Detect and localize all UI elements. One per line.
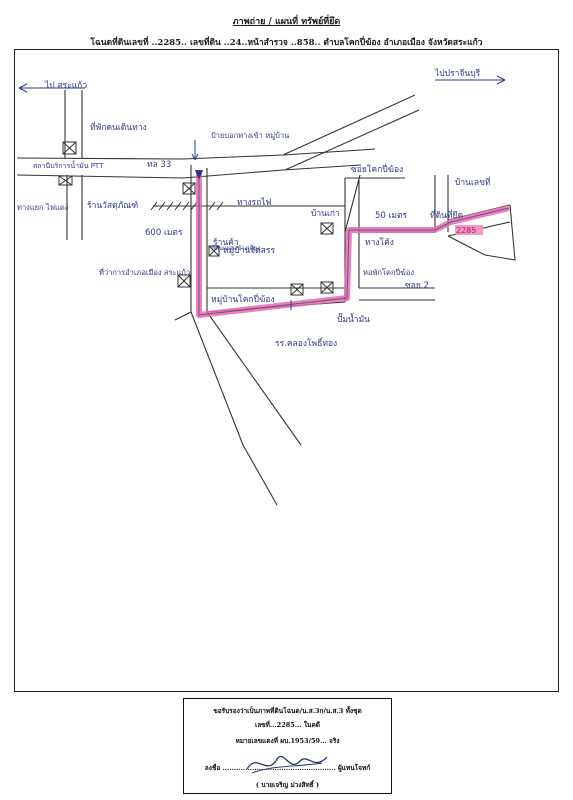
label-fire-station: ที่ว่าการอำเภอเมือง สระแก้ว	[99, 267, 190, 277]
label-roadside-2: หมู่บ้านจัดสรร	[223, 245, 275, 256]
cert-line-1: ขอรับรองว่าเป็นภาพที่ดินโฉนด/น.ส.3ก/น.ส.…	[213, 707, 362, 715]
label-to-prachinburi: ไปปราจีนบุรี	[434, 68, 481, 79]
railway-ties	[150, 201, 224, 211]
map-labels: ไป สระแก้ว ไปปราจีนบุรี ที่พักคนเดินทาง …	[17, 68, 491, 349]
road-to-prachinburi-upper	[282, 94, 416, 156]
label-soi-2: ซอย 2	[405, 281, 429, 291]
route-highlight	[196, 170, 510, 318]
cert-line-2: เลขที่...2285... ในคดี	[254, 721, 321, 729]
hand-drawn-map: ไป สระแก้ว ไปปราจีนบุรี ที่พักคนเดินทาง …	[16, 68, 516, 506]
label-soi-side: หอพักโคกปี่ฆ้อง	[363, 267, 414, 277]
parcel-highlight	[455, 225, 483, 235]
label-landmark-left: สถานีบริการน้ำมัน PTT	[33, 159, 104, 170]
label-landmark-top: ที่พักคนเดินทาง	[90, 121, 147, 133]
label-dist-50: 50 เมตร	[375, 211, 408, 221]
soi-left-edge	[190, 165, 278, 506]
cert-sign-row: ลงชื่อ .................................…	[204, 764, 371, 772]
highway-bottom-edge	[16, 164, 362, 179]
label-road-no: ทล 33	[147, 160, 171, 170]
signer-name: ( นายเจริญ ม่วงสิทธิ์ )	[255, 781, 320, 789]
asset-parcel-outline	[447, 204, 516, 261]
page-title: ภาพถ่าย / แผนที่ ทรัพย์ที่ยึด	[232, 17, 341, 27]
label-roadside-1: ร้านค้า	[213, 237, 239, 248]
label-lot-area: ที่ดินแปลงข้างเคียง	[211, 244, 260, 252]
label-intersection: ทางแยก ไฟแดง	[17, 203, 69, 212]
label-railway: ทางรถไฟ	[237, 197, 272, 208]
label-soi-name: ซอยโคกปี่ฆ้อง	[351, 163, 403, 175]
label-shop: ร้านวัสดุภัณฑ์	[87, 200, 138, 211]
map-frame: ไป สระแก้ว ไปปราจีนบุรี ที่พักคนเดินทาง …	[14, 49, 559, 692]
deed-info-line: โฉนดที่ดินเลขที่ ..2285.. เลขที่ดิน ..24…	[90, 38, 483, 48]
sign-role: ผู้แทนโจทก์	[337, 764, 371, 772]
label-school: รร.คลองโพธิ์ทอง	[275, 337, 337, 349]
label-corner: ทางโค้ง	[365, 237, 394, 248]
annotation-arrows	[18, 75, 506, 310]
sign-label: ลงชื่อ	[204, 764, 221, 772]
signature-scribble	[246, 756, 328, 774]
label-bottom-road: หมู่บ้านโคกปี่ฆ้อง	[211, 293, 275, 305]
road-to-prachinburi-lower	[284, 109, 420, 171]
route-line	[198, 170, 510, 316]
label-asset-house: ที่ดินที่ยึด	[430, 209, 463, 221]
label-parcel-no: 2285	[456, 226, 476, 235]
label-sign-top: ป้ายบอกทางเข้า หมู่บ้าน	[211, 131, 289, 140]
label-to-sakaeo: ไป สระแก้ว	[44, 80, 87, 91]
label-school-arrow: ปั๊มน้ำมัน	[337, 312, 370, 325]
label-dist-600: 600 เมตร	[145, 228, 183, 238]
cert-line-3: หมายเลขแดงที่ ผบ.1953/59... จริง	[235, 737, 340, 745]
label-house-right: บ้านเลขที่	[455, 176, 491, 188]
certification-box: ขอรับรองว่าเป็นภาพที่ดินโฉนด/น.ส.3ก/น.ส.…	[183, 698, 392, 794]
route-start-arrow	[195, 170, 203, 180]
label-old-house: บ้านเก่า	[311, 208, 340, 219]
building-markers	[58, 141, 334, 296]
